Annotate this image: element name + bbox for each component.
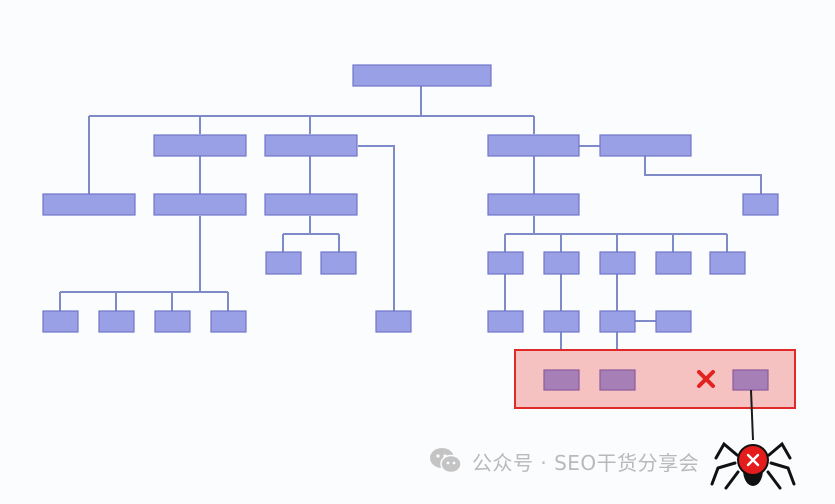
watermark-text: 公众号 · SEO干货分享会	[472, 450, 700, 475]
tree-edges	[59, 86, 762, 370]
blocked-node	[599, 369, 636, 391]
tree-node	[655, 251, 692, 275]
tree-node	[709, 251, 746, 275]
tree-node	[265, 251, 302, 275]
tree-node	[487, 251, 524, 275]
tree-node	[543, 310, 580, 333]
tree-node	[320, 251, 357, 275]
tree-node	[599, 251, 636, 275]
blocked-node	[543, 369, 580, 391]
tree-node	[154, 310, 191, 333]
tree-node	[264, 134, 358, 157]
tree-node	[655, 310, 692, 333]
tree-node	[42, 310, 79, 333]
tree-node	[543, 251, 580, 275]
tree-node	[742, 193, 779, 216]
tree-node	[599, 310, 636, 333]
tree-node	[210, 310, 247, 333]
tree-node	[153, 193, 247, 216]
tree-node	[599, 134, 692, 157]
wechat-icon	[430, 448, 462, 474]
blocked-node	[732, 369, 769, 391]
tree-node	[98, 310, 135, 333]
watermark: 公众号 · SEO干货分享会	[428, 446, 699, 476]
blocked-x-icon	[697, 370, 715, 388]
tree-node	[264, 193, 358, 216]
tree-node	[487, 310, 524, 333]
tree-nodes	[42, 64, 779, 391]
tree-node	[153, 134, 247, 157]
tree-node	[375, 310, 412, 333]
tree-node	[42, 193, 136, 216]
tree-node	[487, 193, 580, 216]
root-node	[352, 64, 492, 87]
tree-node	[487, 134, 580, 157]
spider-bot-icon	[710, 389, 796, 490]
